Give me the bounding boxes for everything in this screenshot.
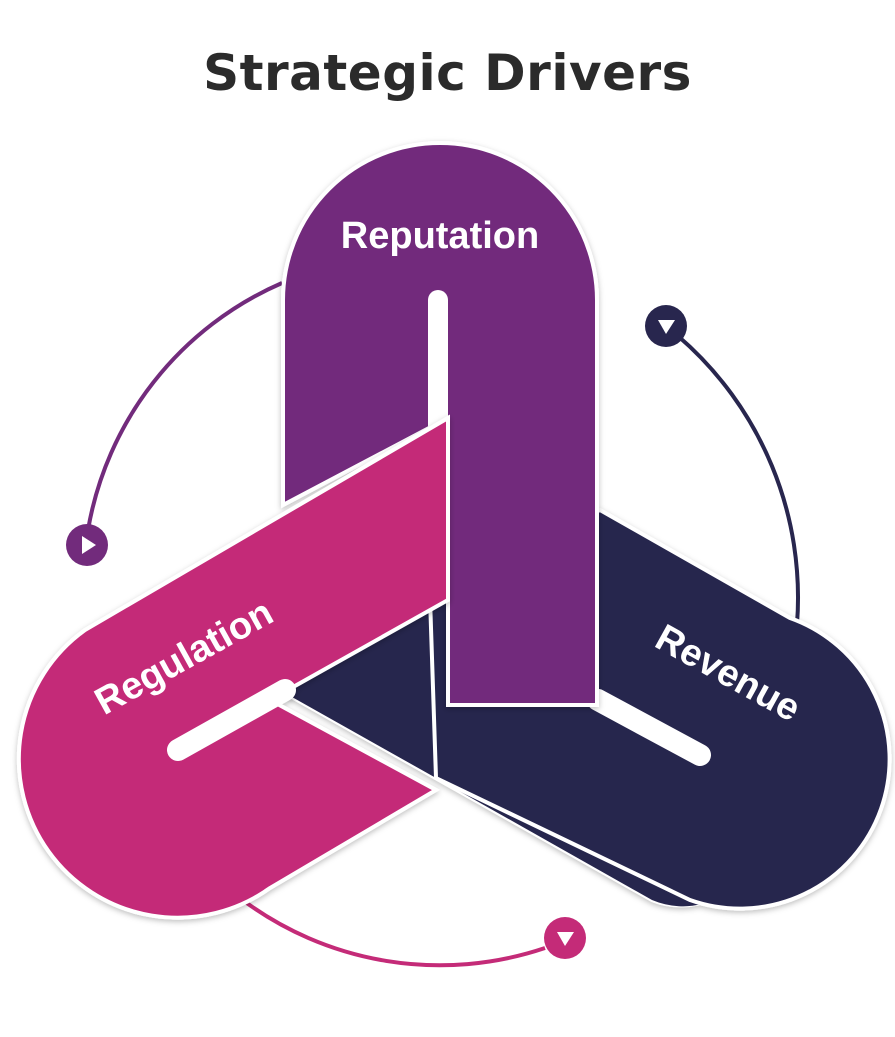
diagram-title: Strategic Drivers bbox=[203, 44, 692, 102]
arrow-regulation-to-revenue bbox=[238, 896, 546, 968]
reputation-band bbox=[281, 141, 599, 707]
arrow-revenue-to-reputation bbox=[676, 334, 800, 625]
regulation-band bbox=[16, 414, 450, 920]
play-triangle-icon bbox=[66, 524, 108, 566]
play-triangle-icon bbox=[544, 917, 586, 959]
play-triangle-icon bbox=[645, 305, 687, 347]
reputation-label: Reputation bbox=[341, 215, 539, 257]
arrow-reputation-to-regulation bbox=[86, 281, 283, 531]
cycle-arrows bbox=[66, 281, 800, 968]
